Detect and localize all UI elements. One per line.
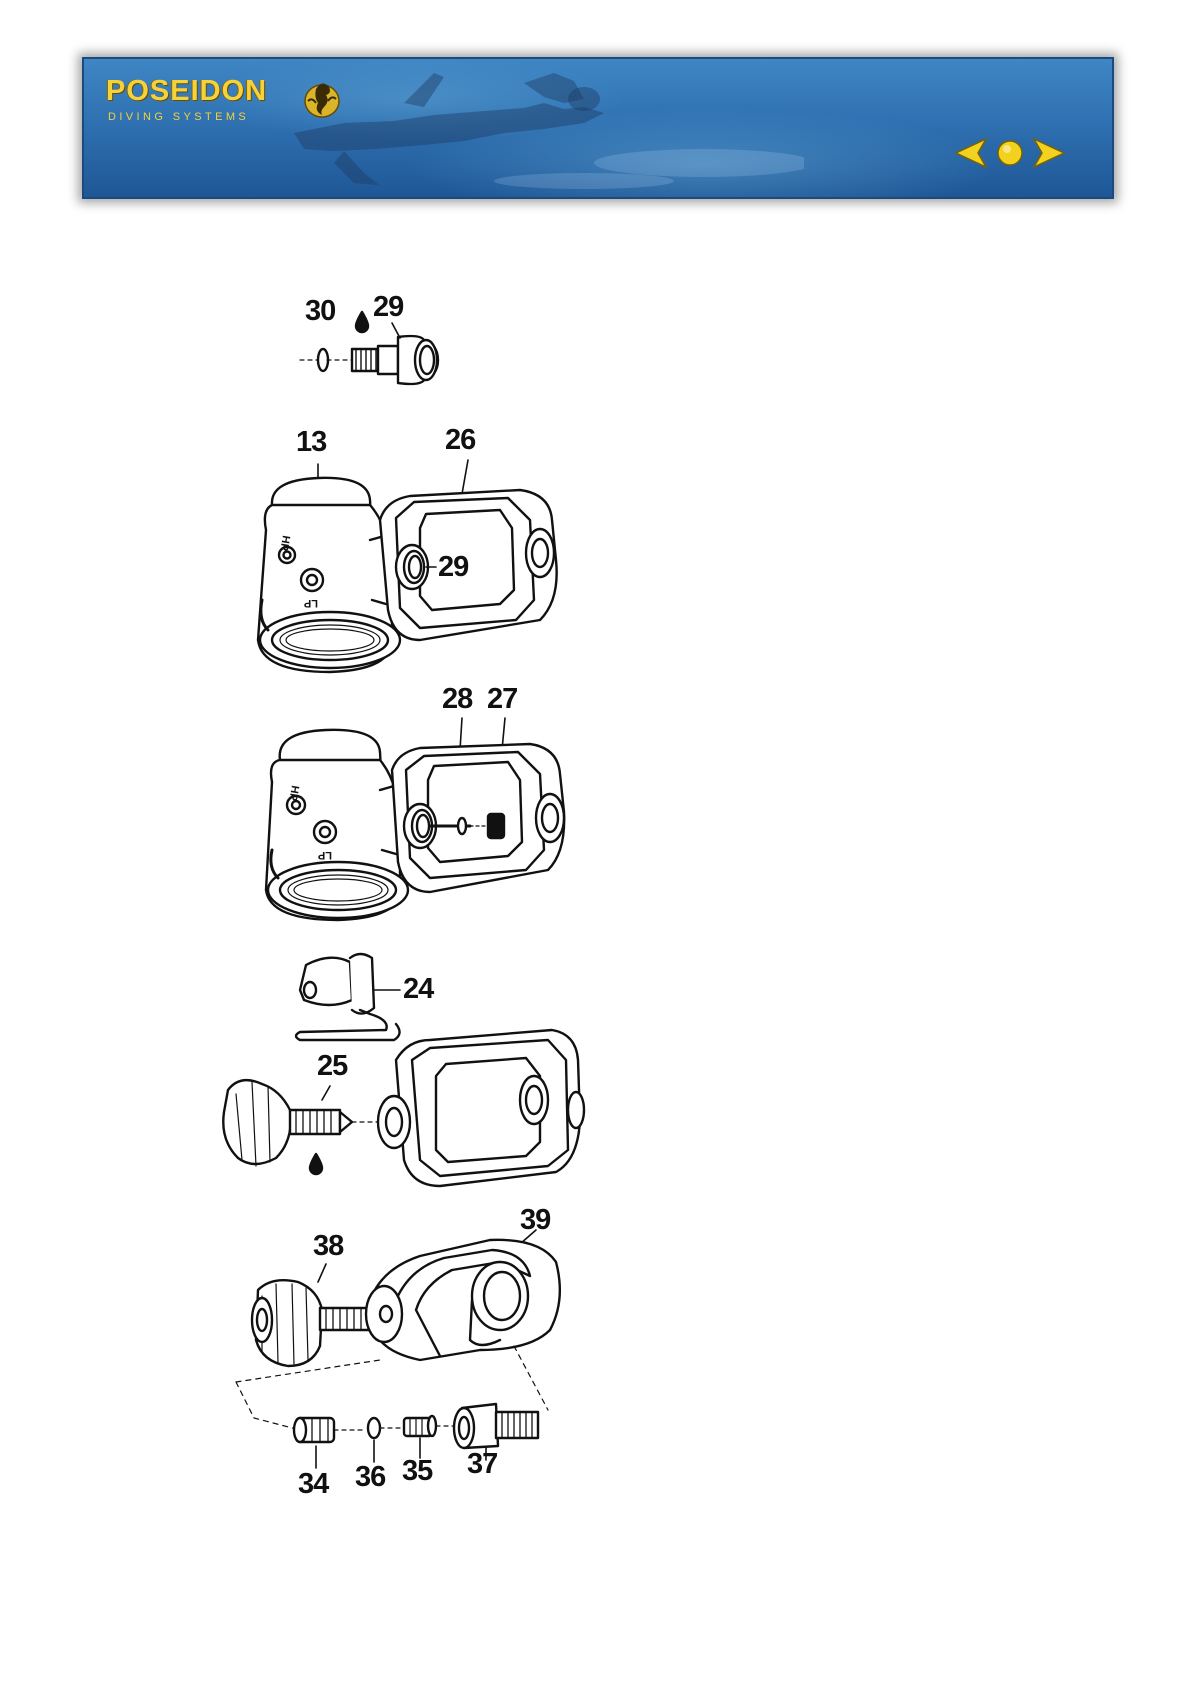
- first-stage-assembly-a: [258, 460, 557, 672]
- yoke-screw-group: [223, 1030, 584, 1186]
- body-marking-lp: LP: [318, 849, 332, 861]
- body-marking-lp: LP: [304, 597, 318, 609]
- first-stage-assembly-b: [266, 718, 564, 920]
- callout-34: 34: [298, 1470, 328, 1499]
- grease-drop-icon: [356, 312, 368, 332]
- callout-13: 13: [296, 428, 326, 457]
- callout-38: 38: [313, 1232, 343, 1261]
- callout-28: 28: [442, 685, 472, 714]
- dust-cap-group: [296, 954, 400, 1040]
- callout-29-mid: 29: [438, 553, 468, 582]
- callout-29-top: 29: [373, 293, 403, 322]
- callout-36: 36: [355, 1463, 385, 1492]
- grease-drop-icon: [310, 1154, 322, 1174]
- part-30-29-group: [300, 323, 438, 384]
- din-adapter-group: [236, 1230, 560, 1468]
- callout-26: 26: [445, 426, 475, 455]
- callout-37: 37: [467, 1450, 497, 1479]
- callout-39: 39: [520, 1206, 550, 1235]
- callout-25: 25: [317, 1052, 347, 1081]
- callout-35: 35: [402, 1457, 432, 1486]
- callout-24: 24: [403, 975, 433, 1004]
- callout-27: 27: [487, 685, 517, 714]
- callout-30: 30: [305, 297, 335, 326]
